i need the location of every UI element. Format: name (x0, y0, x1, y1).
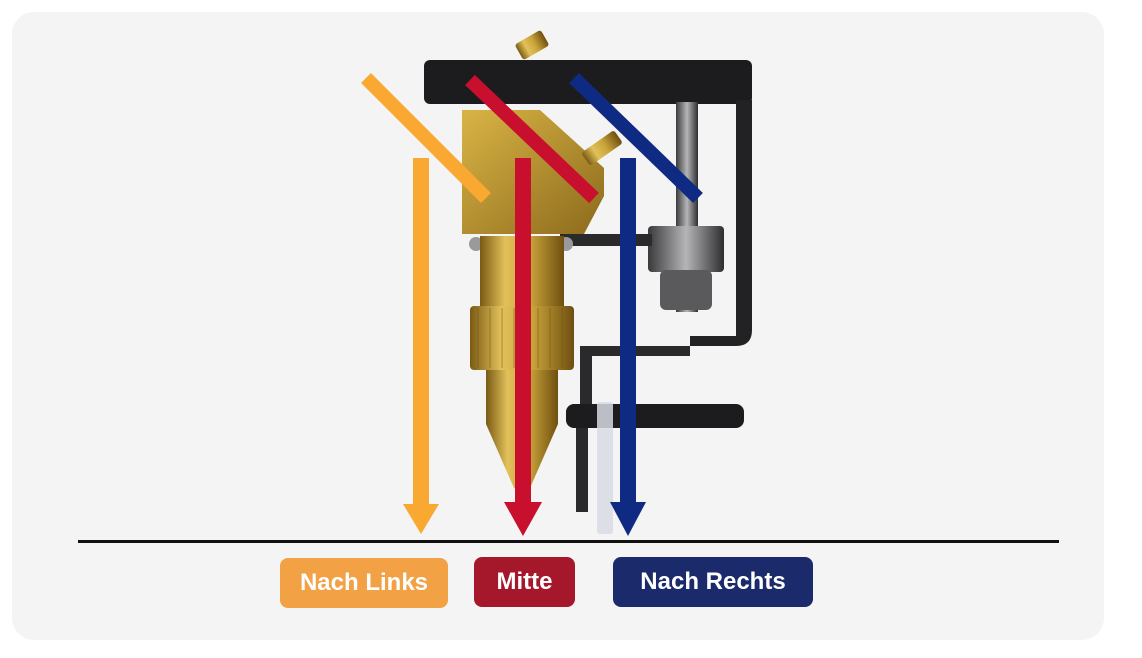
side-screw-icon (582, 131, 622, 165)
bolt-left-icon (469, 237, 483, 251)
acrylic-guide (597, 402, 613, 534)
beam-center-arrowhead-icon (504, 502, 542, 536)
beam-right-arrowhead-icon (610, 502, 646, 536)
beam-left (361, 73, 491, 534)
beam-left-incoming (361, 73, 491, 203)
beam-right (569, 72, 703, 536)
mirror-block (462, 110, 604, 234)
clamp-collar (660, 270, 712, 310)
laser-head-assembly (424, 30, 752, 534)
clamp-block (648, 226, 724, 272)
beam-right-incoming (569, 72, 703, 204)
connector-bar (560, 234, 652, 246)
label-nach-links: Nach Links (280, 558, 448, 608)
workpiece-surface-line (78, 540, 1059, 543)
label-nach-rechts: Nach Rechts (613, 557, 813, 607)
label-mitte: Mitte (474, 557, 575, 607)
beam-center (465, 74, 599, 536)
beam-left-arrowhead-icon (403, 504, 439, 534)
top-screw-icon (515, 30, 549, 60)
pipe-drop (576, 428, 588, 512)
side-rail (690, 100, 752, 346)
nozzle-pipe (566, 404, 744, 428)
beam-center-incoming (465, 74, 599, 204)
air-tube (580, 346, 690, 404)
